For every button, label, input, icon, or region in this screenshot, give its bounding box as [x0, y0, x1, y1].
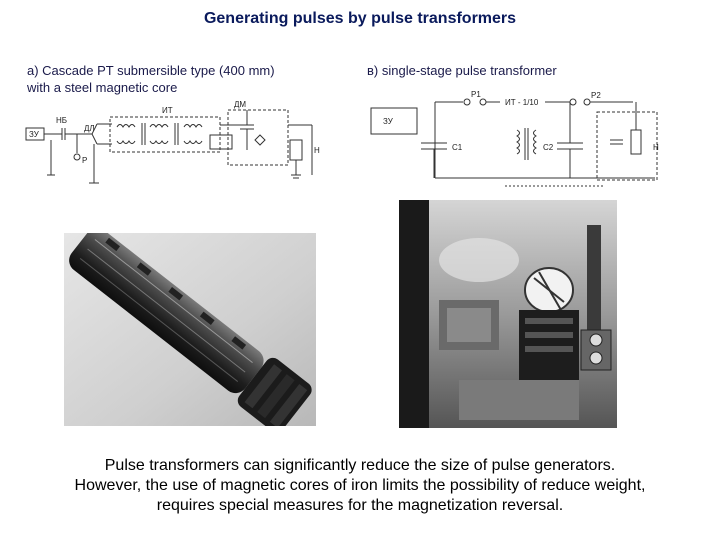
- description-line2: However, the use of magnetic cores of ir…: [74, 477, 646, 494]
- caption-panel-a: a) Cascade PT submersible type (400 mm) …: [27, 62, 357, 96]
- caption-panel-a-line1: a) Cascade PT submersible type (400 mm): [27, 63, 275, 78]
- schem-b-label-n: Н: [653, 143, 659, 152]
- schem-a-label-nb: НБ: [56, 116, 67, 125]
- schem-a-label-dm: ДМ: [234, 100, 246, 109]
- schem-b-label-r1: Р1: [471, 90, 481, 99]
- slide-title: Generating pulses by pulse transformers: [203, 10, 517, 27]
- cascade-pt-photo: [64, 233, 316, 426]
- description-line3: requires special measures for the magnet…: [156, 497, 564, 514]
- caption-panel-a-line2: with a steel magnetic core: [27, 80, 178, 95]
- schem-b-label-r2: Р2: [591, 91, 601, 100]
- schem-a-label-it: ИТ: [162, 106, 173, 115]
- description-text: Pulse transformers can significantly red…: [20, 456, 700, 516]
- schem-b-label-c2: С2: [543, 143, 554, 152]
- cascade-pt-schematic: ЗУ НБ ДЛ ИТ ДМ Р Н: [25, 100, 320, 184]
- schem-b-label-zu: ЗУ: [383, 117, 394, 126]
- schem-a-label-zu: ЗУ: [29, 130, 40, 139]
- schem-b-label-pt: ИТ - 1/10: [505, 98, 539, 107]
- schem-a-label-dl: ДЛ: [84, 124, 95, 133]
- description-line1: Pulse transformers can significantly red…: [104, 457, 616, 474]
- schem-a-label-p: Р: [82, 156, 87, 165]
- caption-panel-b: в) single-stage pulse transformer: [367, 63, 557, 78]
- schem-a-label-n: Н: [314, 146, 320, 155]
- single-stage-pt-photo: [399, 200, 617, 428]
- schem-b-label-c1: С1: [452, 143, 463, 152]
- single-stage-pt-schematic: ЗУ Р1 Р2 ИТ - 1/10 С1 С2 Н: [370, 90, 659, 187]
